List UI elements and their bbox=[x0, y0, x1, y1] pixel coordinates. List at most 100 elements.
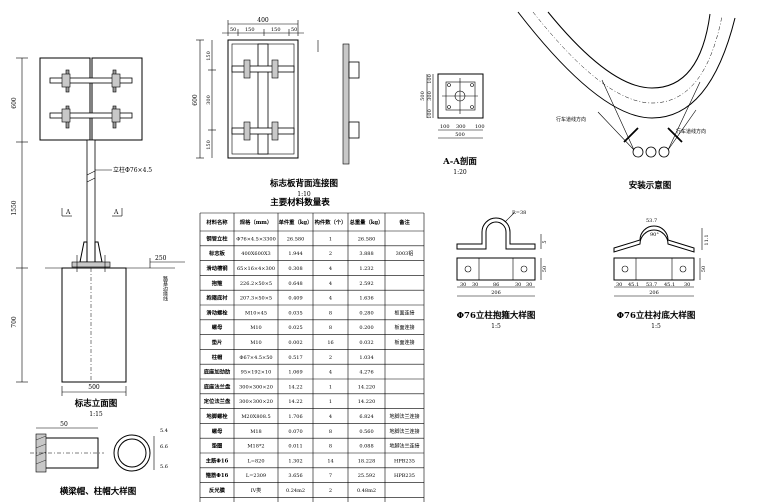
table-cell: 2 bbox=[329, 251, 332, 257]
back-dim-seg2: 150 bbox=[245, 27, 255, 33]
table-cell: IV类 bbox=[251, 487, 262, 494]
table-cell: 1 bbox=[329, 236, 332, 242]
lining-dim-d2: 45.1 bbox=[628, 282, 639, 288]
table-header-cell: 材料名称 bbox=[205, 218, 228, 226]
table-cell: 4 bbox=[329, 296, 332, 302]
install-dir-2: 行车道线方向 bbox=[676, 128, 706, 135]
table-cell: 3003铝 bbox=[396, 250, 414, 257]
cap-dim-h3: 5.6 bbox=[160, 464, 168, 470]
table-cell: 0.308 bbox=[288, 266, 302, 272]
hoop-dim-h: 50 bbox=[542, 266, 548, 272]
hoop-dim-d1: 30 bbox=[460, 282, 466, 288]
table-cell: 地脚螺栓 bbox=[206, 412, 228, 420]
table-cell: 3.888 bbox=[359, 251, 373, 257]
table-header-cell: 规格（mm） bbox=[240, 218, 272, 226]
hoop-profile bbox=[456, 217, 536, 250]
table-cell: 抱箍底衬 bbox=[206, 294, 228, 302]
table-cell: Φ76×4.5×3300 bbox=[236, 236, 276, 242]
table-cell: 0.011 bbox=[288, 444, 302, 450]
install-diagram: 行车道线方向 行车道线方向 安装示意图 bbox=[517, 11, 736, 191]
table-cell: HPB235 bbox=[394, 458, 415, 464]
cap-dim-h1: 5.4 bbox=[160, 428, 168, 434]
table-cell: 8 bbox=[329, 429, 332, 435]
table-header-cell: 构件数（个） bbox=[315, 218, 347, 226]
table-cell: 地脚法兰连接 bbox=[389, 443, 419, 450]
table-cell: 1.034 bbox=[359, 355, 373, 361]
install-dir-1: 行车道线方向 bbox=[556, 116, 586, 123]
lining-arc: 53.7 bbox=[646, 218, 657, 224]
install-caption: 安装示意图 bbox=[629, 180, 672, 191]
table-cell: L=820 bbox=[247, 458, 264, 464]
table-cell: 26.580 bbox=[287, 236, 305, 242]
table-cell: L=2309 bbox=[246, 473, 266, 479]
aa-plate bbox=[437, 73, 484, 119]
lining-dim-h: 50 bbox=[701, 266, 707, 272]
table-cell: 8 bbox=[329, 325, 332, 331]
material-table: 主要材料数量表 材料名称规格（mm）单件重（kg）构件数（个）总重量（kg）备注… bbox=[199, 197, 425, 502]
table-cell: 0.088 bbox=[359, 444, 373, 450]
road-inner bbox=[547, 11, 711, 89]
table-cell: M10×45 bbox=[245, 310, 267, 316]
base-flange bbox=[71, 261, 111, 268]
table-cell: M10 bbox=[250, 325, 261, 331]
table-cell: 26.580 bbox=[358, 236, 376, 242]
table-header-cell: 备注 bbox=[398, 218, 410, 226]
hoop-dim-d3: 86 bbox=[493, 282, 499, 288]
back-dim-width: 400 bbox=[257, 17, 269, 24]
aa-dim-h-mid: 300 bbox=[427, 91, 433, 101]
table-cell: 7 bbox=[329, 473, 332, 479]
lining-dim-d5: 30 bbox=[684, 282, 690, 288]
table-cell: 板面连接 bbox=[394, 339, 414, 346]
table-cell: 地脚法兰连接 bbox=[389, 413, 419, 420]
table-cell: M18*2 bbox=[247, 444, 264, 450]
table-cell: 1.069 bbox=[288, 370, 302, 376]
hoop-detail: R=38 5 50 30 30 86 30 30 206 Φ76立柱抱箍大样图 … bbox=[456, 210, 548, 330]
table-cell: 1 bbox=[329, 399, 332, 405]
table-cell: 4 bbox=[329, 370, 332, 376]
aa-dim-h-bot: 100 bbox=[427, 109, 433, 119]
back-pole bbox=[257, 43, 269, 155]
table-cell: 板面连接 bbox=[394, 309, 414, 316]
table-cell: 主筋Φ16 bbox=[206, 456, 229, 464]
table-cell: 1 bbox=[329, 384, 332, 390]
table-cell: HPB235 bbox=[394, 473, 415, 479]
table-cell: 4 bbox=[329, 414, 332, 420]
elevation-scale: 1:15 bbox=[89, 411, 103, 418]
section-mark-left: A bbox=[65, 209, 71, 216]
table-cell: 螺母 bbox=[212, 427, 223, 435]
table-header-cell: 总重量（kg） bbox=[350, 218, 384, 226]
table-cell: 2.592 bbox=[359, 281, 373, 287]
table-cell: 0.280 bbox=[359, 310, 373, 316]
elev-dim-middle: 1550 bbox=[11, 200, 18, 215]
lining-caption: Φ76立柱衬底大样图 bbox=[617, 310, 696, 321]
elev-dim-top: 600 bbox=[11, 97, 18, 109]
aa-dim-seg2: 300 bbox=[456, 124, 466, 130]
table-cell: 垫圈 bbox=[212, 442, 223, 450]
pole-label: 立柱Φ76×4.5 bbox=[113, 166, 152, 174]
section-mark-right: A bbox=[113, 209, 119, 216]
table-cell: 0.200 bbox=[359, 325, 373, 331]
cap-detail: 50 5.4 6.6 5.6 横梁帽、柱帽大样图 bbox=[30, 421, 168, 497]
table-cell: 标志板 bbox=[208, 249, 226, 257]
table-cell: 反光膜 bbox=[209, 486, 226, 494]
table-cell: 0.24m2 bbox=[286, 488, 305, 494]
aa-caption: A-A剖面 bbox=[442, 156, 477, 167]
hoop-dim-d5: 30 bbox=[526, 282, 532, 288]
table-cell: 4 bbox=[329, 281, 332, 287]
hoop-dim-d4: 30 bbox=[515, 282, 521, 288]
cap-end-outer bbox=[113, 434, 151, 472]
sign-panel-left bbox=[39, 57, 91, 141]
table-cell: 滑动槽钢 bbox=[206, 264, 228, 272]
back-dim-h-top: 150 bbox=[206, 51, 212, 61]
aa-dim-h-top: 100 bbox=[427, 74, 433, 84]
road-centerline bbox=[532, 11, 723, 104]
table-cell: 1.232 bbox=[359, 266, 373, 272]
back-dim-seg4: 50 bbox=[291, 27, 297, 33]
table-cell: 4.276 bbox=[359, 370, 373, 376]
table-cell: 14.220 bbox=[358, 384, 376, 390]
table-cell: 0.409 bbox=[288, 296, 302, 302]
table-cell: 226.2×50×5 bbox=[240, 281, 272, 287]
elev-dim-width: 500 bbox=[88, 384, 100, 391]
elev-dim-bottom: 700 bbox=[11, 316, 18, 328]
table-cell: 4 bbox=[329, 266, 332, 272]
